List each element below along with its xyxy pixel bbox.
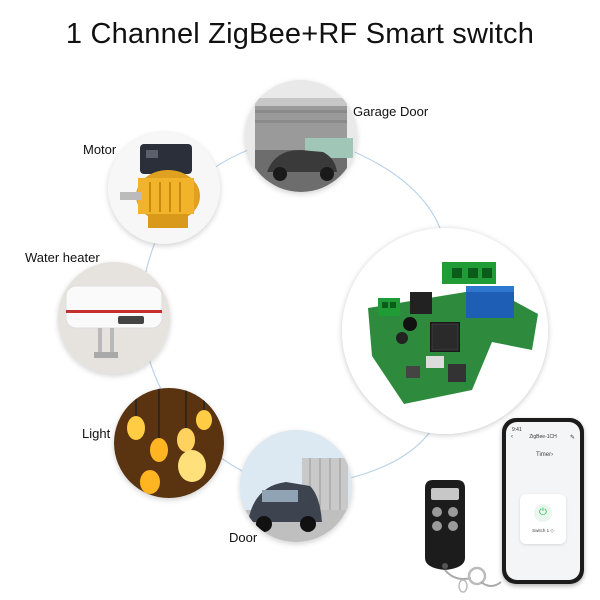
- power-button-icon[interactable]: ⏻: [534, 504, 552, 522]
- garage-door-photo: [245, 80, 357, 192]
- water-heater-photo: [58, 262, 170, 374]
- label-garage-door: Garage Door: [353, 104, 429, 119]
- label-light: Light: [82, 426, 111, 441]
- edit-pencil-icon[interactable]: ✎: [569, 435, 575, 441]
- label-door: Door: [229, 530, 258, 545]
- page-title: 1 Channel ZigBee+RF Smart switch: [65, 18, 535, 50]
- back-chevron-icon[interactable]: ‹: [511, 434, 513, 440]
- car-gate-photo: [240, 430, 352, 542]
- label-motor: Motor: [83, 142, 117, 157]
- phone-switch-label: Switch 1 ◇: [532, 528, 554, 533]
- smartphone-app-mockup: 9:41 ‹ ZigBee-1CH ✎ Timer› ⏻ Switch 1 ◇: [502, 418, 584, 584]
- motor-photo: [108, 132, 220, 244]
- label-water-heater: Water heater: [25, 250, 100, 265]
- phone-timer-link[interactable]: Timer›: [536, 452, 554, 458]
- phone-screen: 9:41 ‹ ZigBee-1CH ✎ Timer› ⏻ Switch 1 ◇: [506, 422, 580, 580]
- light-bulbs-photo: [114, 388, 224, 498]
- phone-switch-card[interactable]: ⏻ Switch 1 ◇: [520, 494, 566, 544]
- phone-device-title: ZigBee-1CH: [529, 434, 557, 440]
- rf-remote-control-photo: [425, 480, 502, 593]
- phone-status-time: 9:41: [512, 427, 522, 433]
- zigbee-switch-board-photo: [342, 228, 548, 434]
